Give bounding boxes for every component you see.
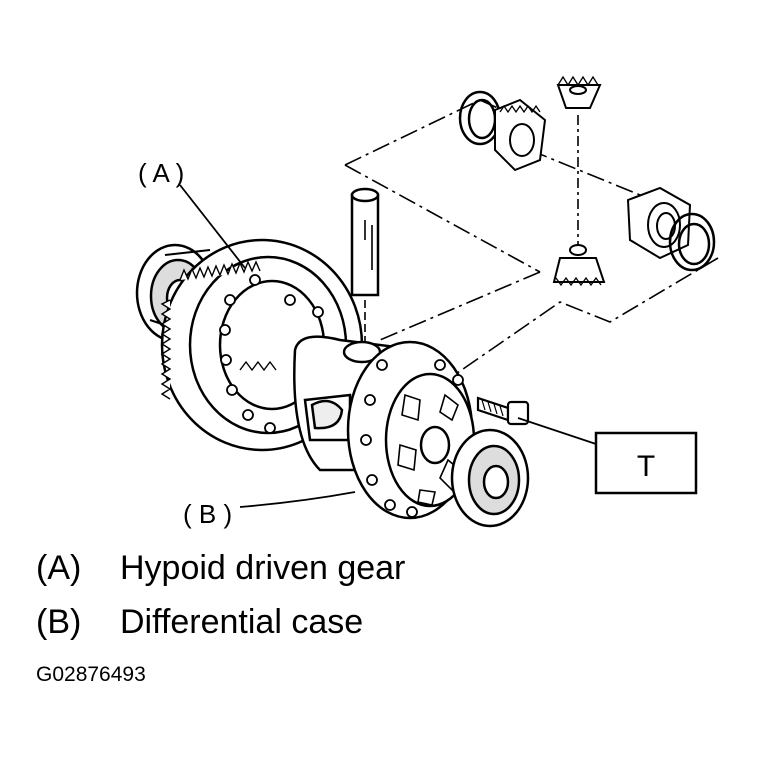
callout-b: ( B ) bbox=[183, 499, 232, 529]
upper-pinion-gear bbox=[556, 75, 602, 109]
legend-item-a: (A) Hypoid driven gear bbox=[36, 548, 405, 588]
legend-key-a: (A) bbox=[36, 549, 82, 587]
differential-case bbox=[293, 335, 476, 520]
legend-text-b: Differential case bbox=[120, 603, 364, 641]
legend-key-b: (B) bbox=[36, 603, 82, 641]
callout-t: T bbox=[637, 450, 655, 483]
leader-lines bbox=[179, 184, 597, 508]
right-washer bbox=[668, 212, 716, 272]
lower-pinion-gear bbox=[552, 244, 606, 287]
legend-text-a: Hypoid driven gear bbox=[120, 549, 406, 587]
callout-a: ( A ) bbox=[138, 158, 184, 188]
bolt bbox=[476, 396, 530, 426]
figure-id: G02876493 bbox=[36, 663, 146, 686]
callout-t-box bbox=[594, 431, 698, 495]
legend-item-b: (B) Differential case bbox=[36, 602, 363, 642]
pinion-shaft bbox=[350, 187, 380, 345]
diagram-svg: ( A ) ( B ) T bbox=[135, 75, 719, 529]
left-side-gear bbox=[494, 98, 547, 172]
right-side-gear bbox=[626, 186, 692, 260]
right-bearing bbox=[450, 428, 530, 528]
